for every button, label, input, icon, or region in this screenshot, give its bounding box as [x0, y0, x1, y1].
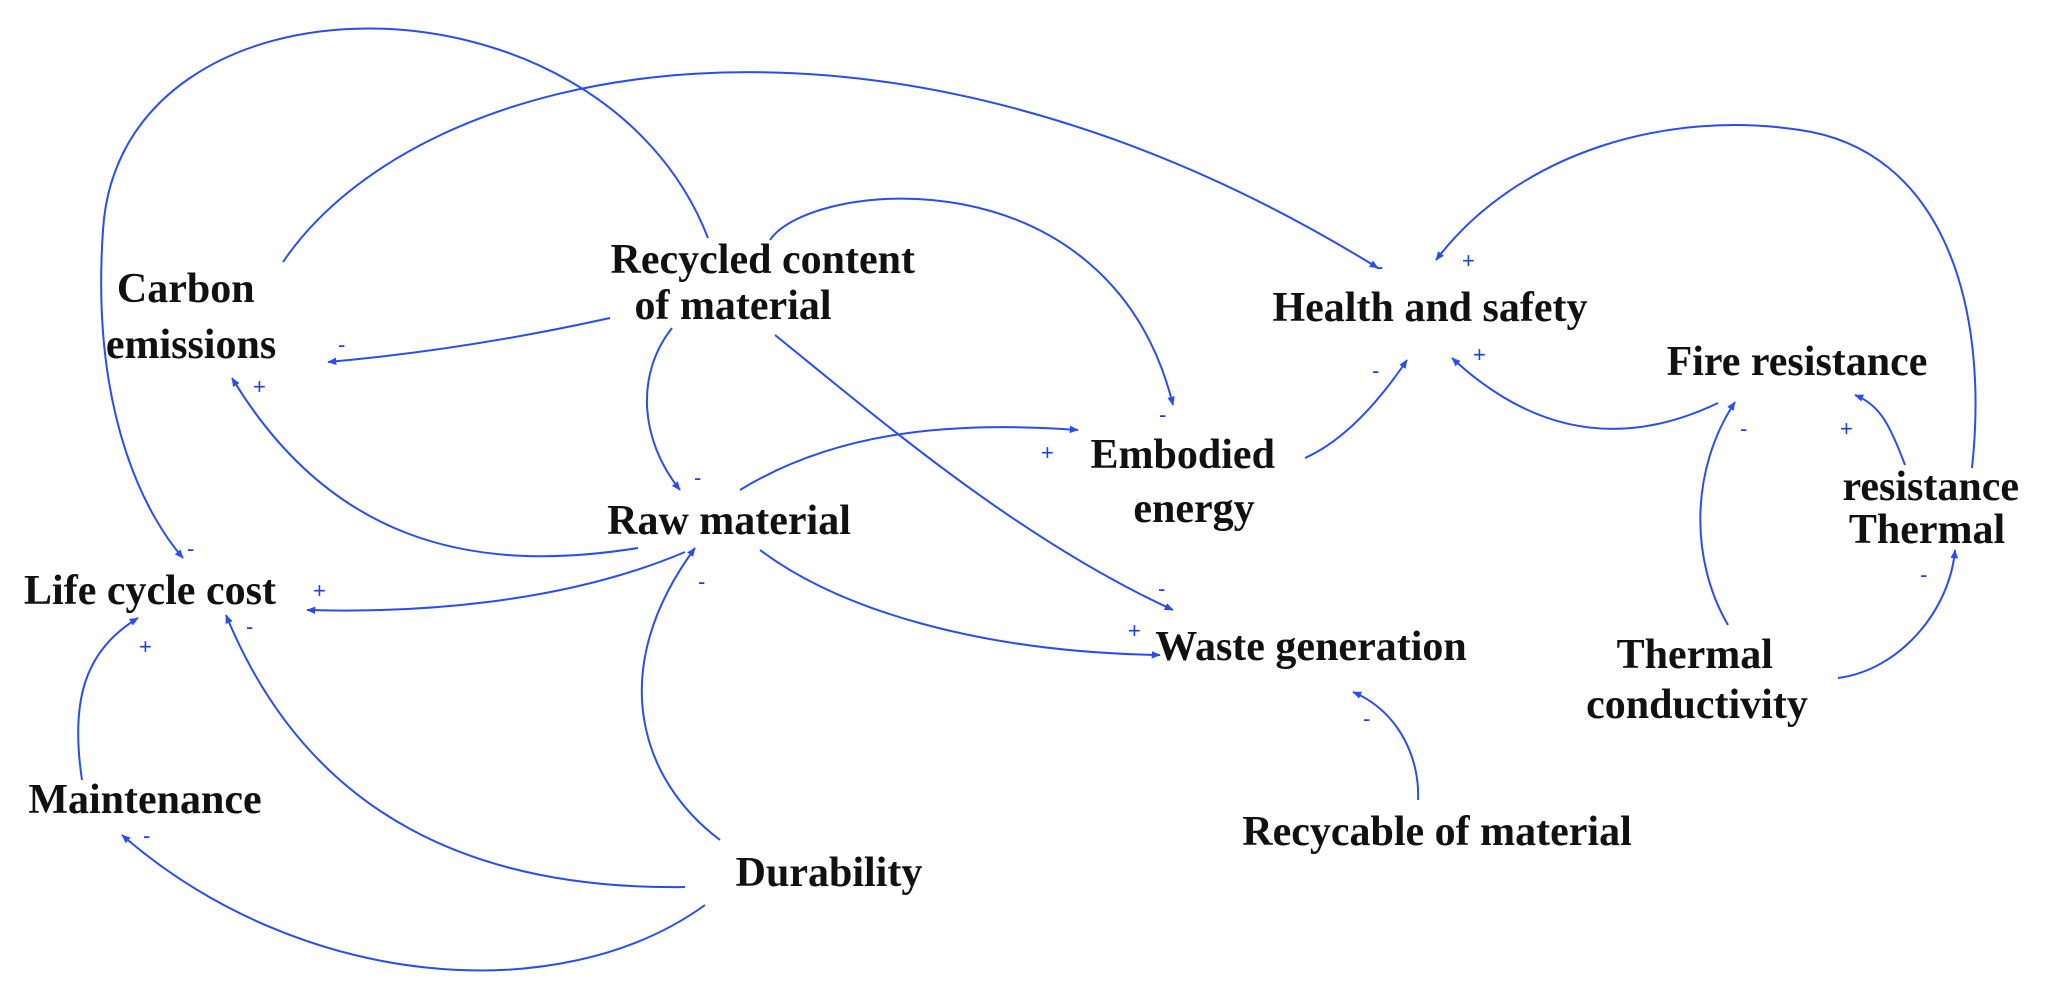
edge-thermalcond-to-thermalres [1837, 549, 1959, 679]
edge-raw-to-carbon [231, 377, 639, 558]
edges [77, 27, 1977, 972]
polarity-maintenance-lcc: + [139, 634, 152, 659]
edge-recycled-to-carbon [327, 317, 611, 366]
edge-recyclable-to-waste [1352, 691, 1420, 801]
polarity-thermalres-health: + [1462, 248, 1475, 273]
node-recyclable-of-material: Recycable of material [1242, 809, 1632, 855]
edge-thermalcond-to-fire [1699, 401, 1736, 626]
polarity-raw-waste: + [1128, 618, 1141, 643]
polarity-embodied-health: - [1372, 358, 1379, 383]
edge-embodied-to-health [1304, 359, 1408, 459]
edge-recycled-to-embodied [769, 197, 1175, 406]
edge-maintenance-to-lcc [77, 617, 139, 781]
edge-raw-to-waste [759, 549, 1161, 659]
polarity-recycled-lcc: - [187, 536, 194, 561]
node-thermal-resistance: resistance Thermal [1842, 464, 2029, 553]
node-carbon-emissions: Carbon emissions [106, 266, 276, 368]
polarity-thermalres-fire: + [1840, 416, 1853, 441]
edge-durability-to-maintenance [121, 834, 706, 972]
edge-durability-to-raw [640, 547, 721, 841]
edge-recycled-to-lcc [100, 27, 709, 559]
polarity-durability-maintenance: - [143, 823, 150, 848]
edge-durability-to-lcc [225, 614, 686, 889]
polarity-thermalcond-fire: - [1740, 416, 1747, 441]
polarity-signs: - + - + + - + - - - - + - + - + - + - - … [139, 248, 1927, 848]
polarity-raw-lcc: + [313, 578, 326, 603]
edge-carbon-to-health [282, 71, 1379, 269]
polarity-thermalcond-thermalres: - [1920, 562, 1927, 587]
polarity-recycled-raw: - [694, 465, 701, 490]
node-health-and-safety: Health and safety [1273, 285, 1588, 331]
nodes: Carbon emissions Recycled content of mat… [24, 237, 2029, 896]
polarity-durability-lcc: - [246, 614, 253, 639]
node-durability: Durability [736, 850, 923, 896]
edge-raw-to-lcc [306, 551, 686, 614]
node-maintenance: Maintenance [28, 777, 261, 823]
edge-thermalres-to-health [1435, 124, 1977, 469]
edge-recycled-to-raw [646, 327, 681, 491]
polarity-fire-health: + [1473, 342, 1486, 367]
node-life-cycle-cost: Life cycle cost [24, 568, 276, 614]
node-embodied-energy: Embodied energy [1091, 432, 1286, 532]
edge-thermalres-to-fire [1854, 394, 1906, 466]
node-waste-generation: Waste generation [1155, 624, 1466, 670]
edge-fire-to-health [1451, 357, 1719, 430]
polarity-recycled-embodied: - [1159, 402, 1166, 427]
edge-recycled-to-waste [774, 334, 1174, 611]
polarity-raw-embodied: + [1041, 440, 1054, 465]
node-thermal-conductivity: Thermal conductivity [1586, 632, 1808, 728]
node-recycled-content: Recycled content of material [611, 237, 926, 329]
polarity-recycled-carbon: - [338, 332, 345, 357]
polarity-recyclable-waste: - [1363, 706, 1370, 731]
polarity-recycled-waste: - [1158, 576, 1165, 601]
polarity-durability-raw: - [698, 569, 705, 594]
polarity-raw-carbon: + [253, 374, 266, 399]
node-fire-resistance: Fire resistance [1667, 339, 1928, 385]
edge-raw-to-embodied [739, 425, 1079, 491]
polarity-carbon-health: - [1376, 254, 1383, 279]
node-raw-material: Raw material [607, 498, 851, 544]
